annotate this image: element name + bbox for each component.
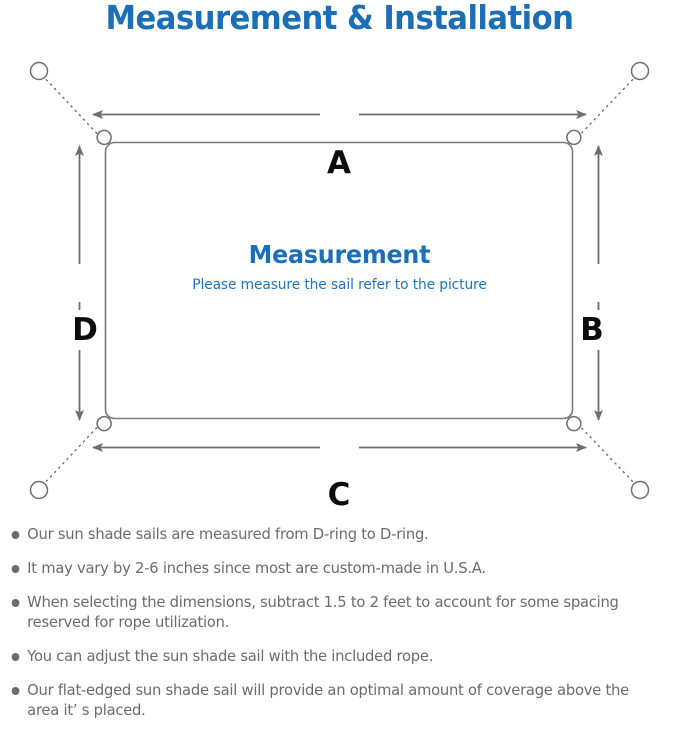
list-item: Our sun shade sails are measured from D-… — [0, 524, 659, 544]
rope-line-bottom-left — [41, 419, 105, 487]
bullet-icon — [11, 653, 20, 661]
measurement-diagram: Measurement Please measure the sail refe… — [0, 48, 679, 518]
diagram-canvas — [29, 61, 650, 500]
anchor-point-bottom-right — [630, 480, 650, 500]
d-ring-top-right — [566, 129, 582, 146]
note-text: When selecting the dimensions, subtract … — [27, 593, 619, 631]
sail-rectangle — [104, 141, 574, 420]
dimension-label-a: A — [319, 144, 359, 182]
note-text: It may vary by 2-6 inches since most are… — [27, 559, 486, 577]
notes-list: Our sun shade sails are measured from D-… — [0, 524, 679, 734]
rope-line-bottom-right — [573, 419, 638, 487]
list-item: When selecting the dimensions, subtract … — [0, 592, 659, 632]
anchor-point-top-right — [630, 61, 650, 81]
dimension-label-b: B — [575, 310, 609, 350]
anchor-point-bottom-left — [29, 480, 49, 500]
bullet-icon — [11, 565, 20, 573]
list-item: It may vary by 2-6 inches since most are… — [0, 558, 659, 578]
rope-line-top-right — [573, 74, 638, 142]
bullet-icon — [11, 531, 20, 539]
anchor-point-top-left — [29, 61, 49, 81]
note-text: You can adjust the sun shade sail with t… — [27, 647, 434, 665]
dimension-label-c: C — [319, 476, 359, 514]
rope-line-top-left — [41, 74, 105, 142]
note-text: Our flat-edged sun shade sail will provi… — [27, 681, 629, 719]
page-title: Measurement & Installation — [105, 0, 574, 37]
note-text: Our sun shade sails are measured from D-… — [27, 525, 429, 543]
dimension-label-d: D — [68, 310, 102, 350]
d-ring-bottom-left — [96, 415, 112, 432]
bullet-icon — [11, 599, 20, 607]
d-ring-bottom-right — [566, 415, 582, 432]
d-ring-top-left — [96, 129, 112, 146]
list-item: Our flat-edged sun shade sail will provi… — [0, 680, 659, 720]
bullet-icon — [11, 687, 20, 695]
list-item: You can adjust the sun shade sail with t… — [0, 646, 659, 666]
